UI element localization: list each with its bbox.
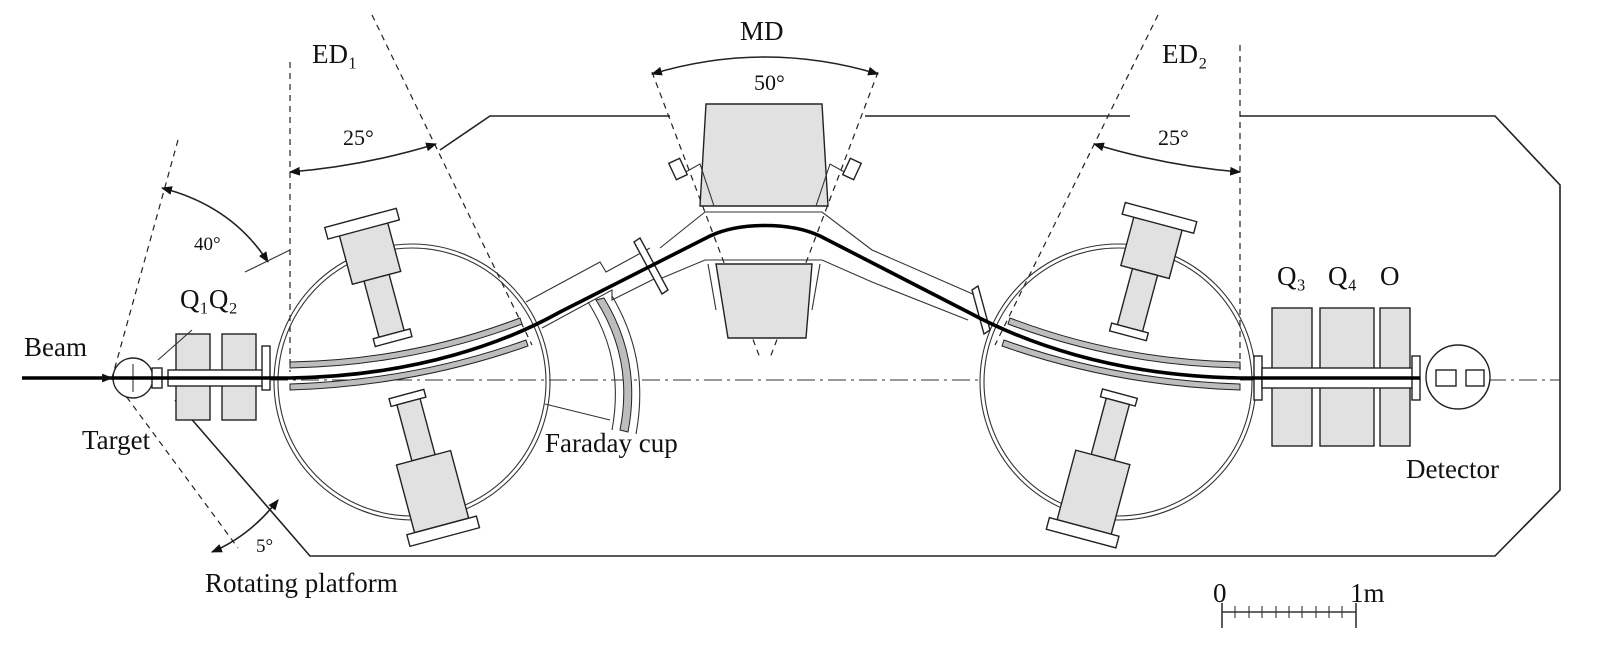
platform-40-angle-arc bbox=[160, 186, 269, 263]
detector-label: Detector bbox=[1406, 454, 1499, 484]
md-angle-arc bbox=[650, 56, 880, 76]
ed1-angle-label: 25° bbox=[343, 125, 374, 150]
o-label: O bbox=[1380, 261, 1400, 291]
platform-5-angle-label: 5° bbox=[256, 536, 273, 557]
platform-40-tick bbox=[244, 249, 291, 273]
ed1-deflector bbox=[273, 207, 551, 548]
q1q2-label: Q₁Q₂ bbox=[180, 284, 238, 314]
scale-bar bbox=[1221, 603, 1357, 628]
platform-40-angle-label: 40° bbox=[194, 234, 221, 255]
q4-label: Q₄ bbox=[1328, 261, 1357, 291]
md-label: MD bbox=[740, 16, 784, 46]
beam-trajectory bbox=[112, 223, 1420, 380]
md-angle-label: 50° bbox=[754, 70, 785, 95]
scale-end-label: 1m bbox=[1350, 578, 1385, 608]
ed1-angle-arc bbox=[288, 142, 438, 176]
beam-label: Beam bbox=[24, 332, 87, 362]
ed1-label: ED₁ bbox=[312, 39, 357, 69]
rotating-platform-outline bbox=[174, 115, 1561, 557]
target-label: Target bbox=[82, 425, 151, 455]
platform-angle-dash-up bbox=[111, 139, 179, 379]
q3-label: Q₃ bbox=[1277, 261, 1306, 291]
ed2-deflector bbox=[979, 201, 1257, 549]
ed2-label: ED₂ bbox=[1162, 39, 1207, 69]
platform-5-angle-arc bbox=[210, 499, 279, 553]
target-q1q2-assembly bbox=[112, 329, 271, 421]
scale-start-label: 0 bbox=[1213, 578, 1227, 608]
ed2-angle-arc bbox=[1092, 142, 1242, 176]
ed1-angled-dash bbox=[371, 14, 533, 346]
ed2-angle-label: 25° bbox=[1158, 125, 1189, 150]
magnetic-dipole bbox=[667, 103, 863, 339]
faraday-cup bbox=[544, 295, 641, 435]
faraday-cup-label: Faraday cup bbox=[545, 428, 678, 458]
rotating-platform-label: Rotating platform bbox=[205, 568, 398, 598]
